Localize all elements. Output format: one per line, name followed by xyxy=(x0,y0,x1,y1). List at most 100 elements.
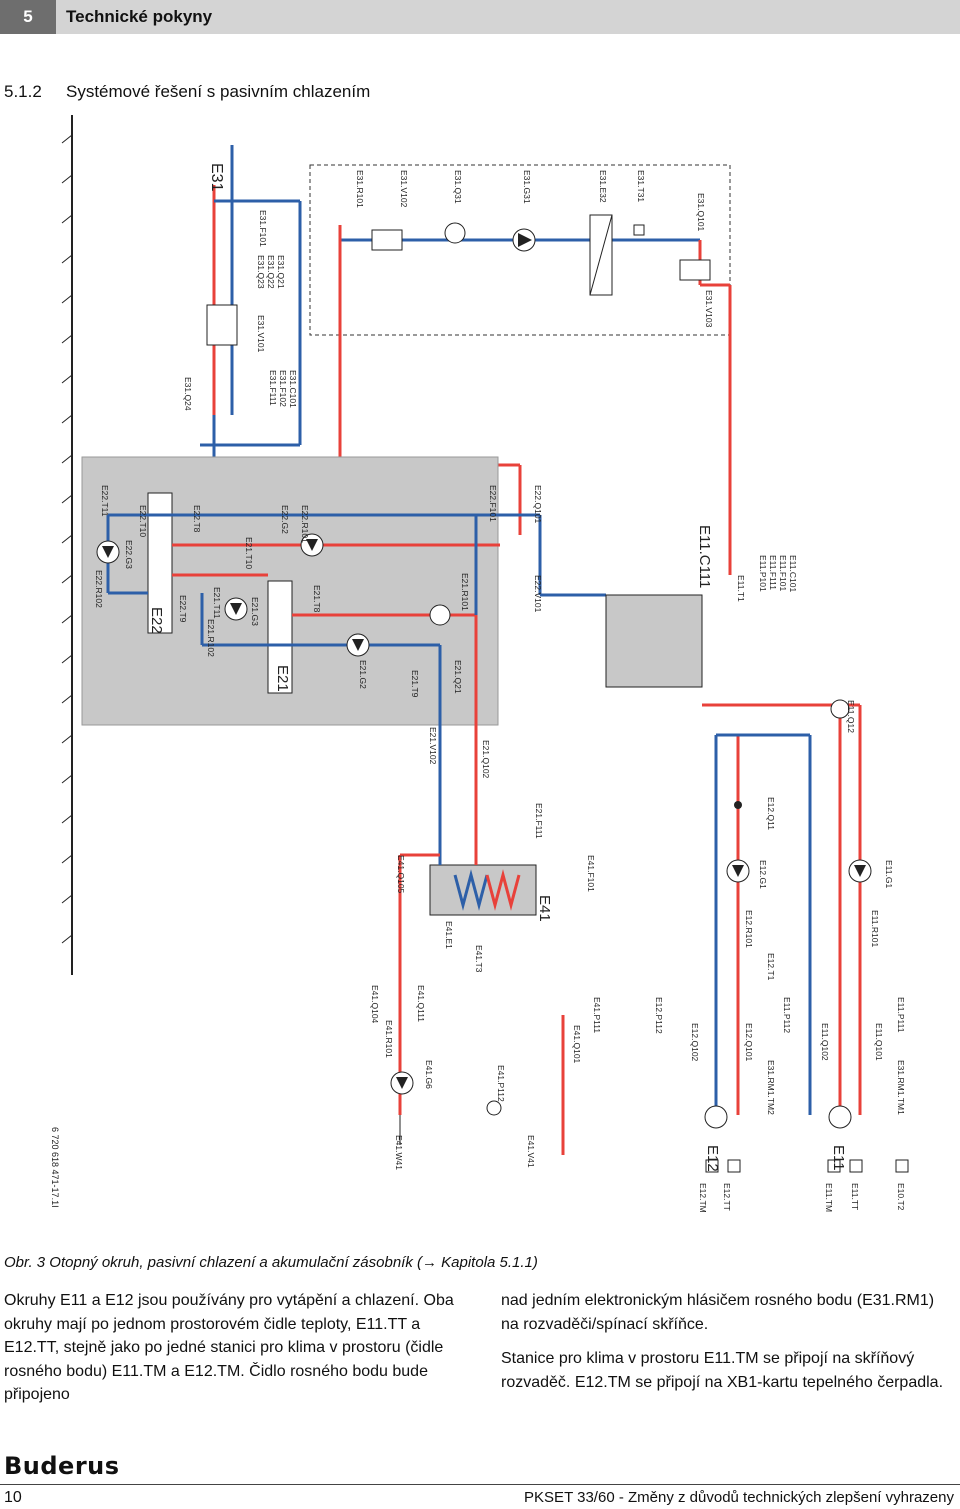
label-e22-t11: E22.T11 xyxy=(100,485,110,517)
label-e31-q101: E31.Q101 xyxy=(696,193,706,232)
label-e21-q102: E21.Q102 xyxy=(481,740,491,779)
label-e22-v101: E22.V101 xyxy=(533,575,543,613)
label-e31-q23: E31.Q23 xyxy=(256,255,266,289)
label-e22-t9: E22.T9 xyxy=(178,595,188,623)
label-e31-e32: E31.E32 xyxy=(598,170,608,203)
label-e31-q22: E31.Q22 xyxy=(266,255,276,289)
label-e31-q24: E31.Q24 xyxy=(183,377,193,411)
label-e31-t31: E31.T31 xyxy=(636,170,646,202)
label-e11-f101: E11.F101 xyxy=(778,555,788,592)
label-e41-q104: E41.Q104 xyxy=(370,985,380,1024)
label-e21-t10: E21.T10 xyxy=(244,537,254,569)
label-e31-v101: E31.V101 xyxy=(256,315,266,353)
label-e31-rm1-tm1: E31.RM1.TM1 xyxy=(896,1060,906,1115)
label-e11-q101: E11.Q101 xyxy=(874,1023,884,1061)
paragraph-left: Okruhy E11 a E12 jsou používány pro vytá… xyxy=(4,1292,454,1403)
label-e11-tt: E11.TT xyxy=(850,1183,860,1210)
label-e41-t3: E41.T3 xyxy=(474,945,484,973)
label-e11-p101: E11.P101 xyxy=(758,555,768,592)
label-e21-r102: E21.R102 xyxy=(206,619,216,657)
label-e41-p112: E41.P112 xyxy=(496,1065,506,1102)
e11-c111-tank xyxy=(605,594,703,688)
label-e31-c101: E31.C101 xyxy=(288,370,298,408)
label-e41-r101: E41.R101 xyxy=(384,1020,394,1058)
chapter-title: Technické pokyny xyxy=(66,7,213,26)
label-e11-t1: E11.T1 xyxy=(736,575,746,602)
label-e11-c111: E11.C111 xyxy=(696,525,713,588)
label-e10-t2: E10.T2 xyxy=(896,1183,906,1211)
label-e21: E21 xyxy=(274,665,291,692)
label-e31-v102: E31.V102 xyxy=(399,170,409,208)
e31-dashed-box xyxy=(309,164,731,336)
label-e12-tt: E12.TT xyxy=(722,1183,732,1211)
label-e21-r101: E21.R101 xyxy=(460,573,470,611)
chapter-header: 5 Technické pokyny xyxy=(0,0,960,34)
label-e22-f101: E22.F101 xyxy=(488,485,498,522)
label-e11-p112: E11.P112 xyxy=(782,997,792,1033)
label-e31-q31: E31.Q31 xyxy=(453,170,463,204)
label-e22: E22 xyxy=(148,607,165,634)
label-e12-p112: E12.P112 xyxy=(654,997,664,1034)
label-e41-e1: E41.E1 xyxy=(444,921,454,949)
footer-document-note: PKSET 33/60 - Změny z důvodů technických… xyxy=(524,1489,954,1506)
paragraph-right-2: Stanice pro klima v prostoru E11.TM se p… xyxy=(501,1350,944,1391)
label-e22-t8: E22.T8 xyxy=(192,505,202,533)
label-e31-q21: E31.Q21 xyxy=(276,255,286,289)
label-e12: E12 xyxy=(704,1145,721,1172)
label-e22-r102: E22.R102 xyxy=(94,570,104,608)
label-e31-f102: E31.F102 xyxy=(278,370,288,407)
section-number: 5.1.2 xyxy=(4,82,42,101)
label-e22-g3: E22.G3 xyxy=(124,540,134,569)
footer-divider xyxy=(0,1484,960,1485)
label-e11-r101: E11.R101 xyxy=(870,910,880,947)
doc-code: 6 720 618 471-17.1I xyxy=(50,1127,60,1208)
label-e12-tm: E12.TM xyxy=(698,1183,708,1213)
label-e12-q102: E12.Q102 xyxy=(690,1023,700,1062)
label-e21-t8: E21.T8 xyxy=(312,585,322,613)
body-text-right: nad jedním elektronickým hlásičem rosnéh… xyxy=(501,1289,951,1405)
label-e31-rm1-tm2: E31.RM1.TM2 xyxy=(766,1060,776,1115)
label-e21-g3: E21.G3 xyxy=(250,597,260,626)
label-e31-r101: E31.R101 xyxy=(355,170,365,208)
label-e12-r101: E12.R101 xyxy=(744,910,754,948)
label-e22-t10: E22.T10 xyxy=(138,505,148,537)
label-e41-w41: E41.W41 xyxy=(394,1135,404,1170)
label-e21-t11: E21.T11 xyxy=(212,587,222,619)
label-e11-g1: E11.G1 xyxy=(884,860,894,888)
label-e11-q102: E11.Q102 xyxy=(820,1023,830,1061)
label-e11-f111: E11.F111 xyxy=(768,555,778,590)
label-e21-g2: E21.G2 xyxy=(358,660,368,689)
label-e22-r101: E22.R101 xyxy=(300,505,310,543)
label-e31-f111: E31.F111 xyxy=(268,370,278,406)
label-e12-q101: E12.Q101 xyxy=(744,1023,754,1062)
label-e41-q101: E41.Q101 xyxy=(572,1025,582,1064)
label-e12-q11: E12.Q11 xyxy=(766,797,776,830)
label-e31: E31 xyxy=(208,163,225,192)
label-e41-v41: E41.V41 xyxy=(526,1135,536,1168)
paragraph-right-1: nad jedním elektronickým hlásičem rosnéh… xyxy=(501,1292,935,1333)
label-e41-g6: E41.G6 xyxy=(424,1060,434,1089)
body-text-left: Okruhy E11 a E12 jsou používány pro vytá… xyxy=(4,1289,469,1418)
hydraulic-diagram: E31 E31.F101 E31.Q21 E31.Q22 E31.Q23 E31… xyxy=(50,115,909,1213)
label-e11-c101: E11.C101 xyxy=(788,555,798,592)
label-e41: E41 xyxy=(536,895,553,922)
label-e12-g1: E12.G1 xyxy=(758,860,768,889)
figure-caption: Obr. 3 Otopný okruh, pasivní chlazení a … xyxy=(4,1254,538,1271)
label-e31-g31: E31.G31 xyxy=(522,170,532,204)
label-e31-v103: E31.V103 xyxy=(704,290,714,328)
label-e11-p111: E11.P111 xyxy=(896,997,906,1033)
label-e41-q105: E41.Q105 xyxy=(396,855,406,894)
label-e11-q12: E11.Q12 xyxy=(846,700,856,733)
label-e11: E11 xyxy=(830,1145,847,1171)
label-e41-q111: E41.Q111 xyxy=(416,985,426,1022)
page-number: 10 xyxy=(4,1489,22,1506)
label-e41-p111: E41.P111 xyxy=(592,997,602,1033)
label-e22-q101: E22.Q101 xyxy=(533,485,543,524)
label-e21-v102: E21.V102 xyxy=(428,727,438,765)
label-e11-tm: E11.TM xyxy=(824,1183,834,1212)
section-title: Systémové řešení s pasivním chlazením xyxy=(66,82,371,101)
buderus-logo: Buderus xyxy=(4,1452,120,1480)
label-e31-f101: E31.F101 xyxy=(258,210,268,247)
label-e21-f111: E21.F111 xyxy=(534,803,544,839)
section-heading: 5.1.2 Systémové řešení s pasivním chlazen… xyxy=(4,82,370,102)
